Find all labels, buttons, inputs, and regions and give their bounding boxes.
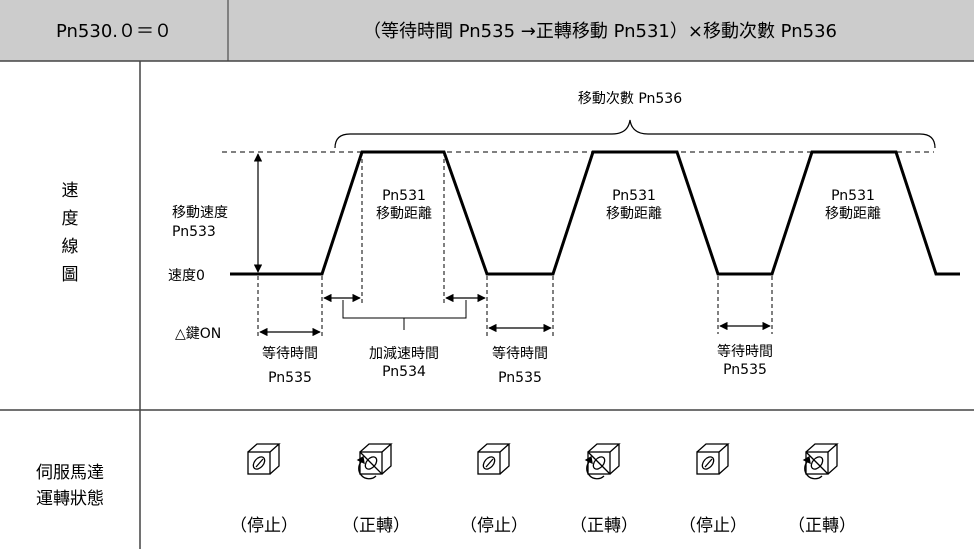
motor-state-label: （停止）	[460, 516, 528, 536]
move-count-label: 移動次數 Pn536	[578, 91, 682, 107]
timing-markers	[257, 152, 773, 338]
wait-time-param: Pn535	[498, 370, 542, 386]
motor-state-label: （停止）	[679, 516, 747, 536]
distance-label: Pn531	[612, 188, 656, 204]
speed-title-char: 線	[62, 237, 79, 257]
motor-state-label: （停止）	[230, 516, 298, 536]
speed-title-char: 速	[62, 181, 79, 201]
header-bar	[0, 0, 974, 61]
motor-forward-rotation-icon	[584, 443, 621, 480]
accel-bracket	[342, 300, 467, 330]
motor-forward-rotation-icon	[802, 443, 839, 480]
distance-desc: 移動距離	[825, 205, 881, 222]
wait-time-label: 等待時間	[717, 343, 773, 360]
distance-label: Pn531	[831, 188, 875, 204]
move-speed-label: 移動速度	[172, 205, 228, 221]
speed-title-char: 圖	[62, 265, 79, 285]
move-count-brace	[334, 119, 936, 149]
wait-time-label: 等待時間	[262, 345, 318, 362]
accel-time-label: 加減速時間	[369, 345, 439, 362]
motor-stopped-icon	[477, 443, 511, 475]
distance-desc: 移動距離	[376, 205, 432, 222]
speed-title-char: 度	[62, 209, 79, 229]
motor-forward-rotation-icon	[356, 443, 393, 480]
header-condition: Pn530.０＝０	[56, 21, 172, 42]
speed-profile-line	[230, 150, 960, 276]
distance-label: Pn531	[382, 188, 426, 204]
motor-state-label: （正轉）	[342, 516, 410, 536]
key-on-label: △鍵ON	[175, 326, 221, 342]
wait-time-param: Pn535	[268, 370, 312, 386]
motor-title-line: 伺服馬達	[36, 463, 104, 483]
motor-state-label: （正轉）	[570, 516, 638, 536]
accel-time-param: Pn534	[382, 364, 426, 380]
wait-time-param: Pn535	[723, 362, 767, 378]
speed-zero-label: 速度0	[168, 268, 205, 284]
motor-stopped-icon	[247, 443, 281, 475]
motor-stopped-icon	[696, 443, 730, 475]
speed-section-title: 速 度 線 圖	[62, 181, 79, 285]
wait-time-label: 等待時間	[492, 345, 548, 362]
move-speed-param: Pn533	[172, 224, 216, 240]
header-formula: （等待時間 Pn535 →正轉移動 Pn531）×移動次數 Pn536	[363, 21, 837, 42]
motor-state-label: （正轉）	[788, 516, 856, 536]
motor-section-title: 伺服馬達 運轉狀態	[36, 463, 104, 509]
motor-title-line: 運轉狀態	[36, 489, 104, 509]
distance-desc: 移動距離	[606, 205, 662, 222]
